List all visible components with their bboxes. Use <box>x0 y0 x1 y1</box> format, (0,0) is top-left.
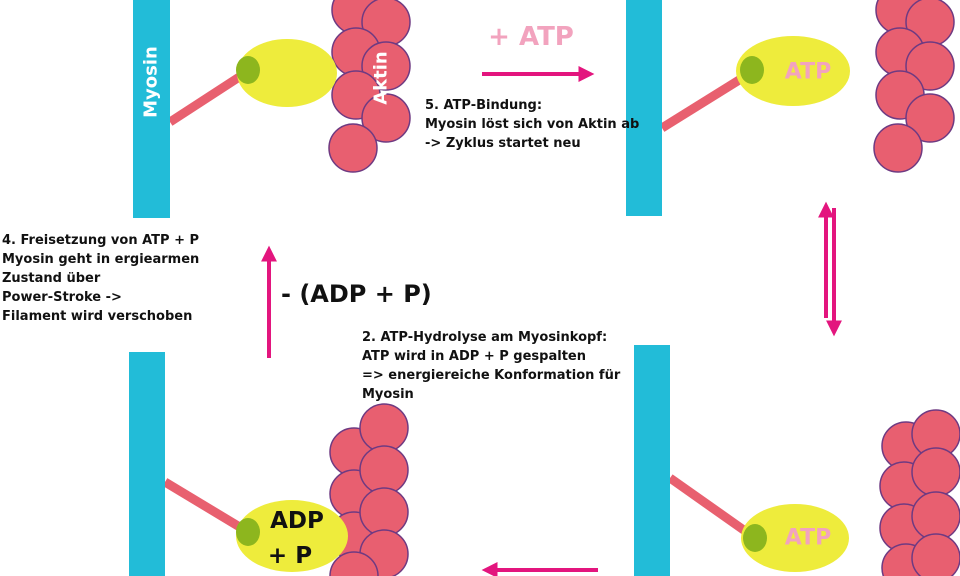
actin-bead <box>911 447 960 497</box>
myosin-neck <box>162 478 251 536</box>
adp-label-line2: + P <box>268 543 312 569</box>
actin-filament-top-left <box>328 0 411 173</box>
myosin-head-joint <box>236 518 260 546</box>
adp-label-line1: ADP <box>270 508 324 534</box>
myosin-filament <box>133 0 170 218</box>
step4-line1: Myosin geht in ergiearmen <box>2 252 200 267</box>
myosin-head <box>741 504 849 572</box>
myosin-head <box>736 36 850 106</box>
plus-atp-label: + ATP <box>488 22 574 52</box>
actin-bead <box>329 551 379 576</box>
actin-bead <box>361 93 411 143</box>
step4-line2: Zustand über <box>2 271 101 286</box>
minus-adp-p-label: - (ADP + P) <box>281 280 432 308</box>
myosin-neck <box>667 474 758 542</box>
actin-bead <box>359 487 409 537</box>
actin-bead <box>873 123 923 173</box>
panel-top-right: ATP <box>626 0 955 216</box>
cycle-arrows <box>261 66 842 576</box>
myosin-label: Myosin <box>141 46 162 118</box>
step4-line3: Power-Stroke -> <box>2 290 122 305</box>
actin-filament-bottom-right <box>879 409 960 576</box>
actin-bead <box>328 123 378 173</box>
aktin-label: Aktin <box>371 51 392 105</box>
step5-title: 5. ATP-Bindung: <box>425 98 543 113</box>
myosin-neck <box>659 68 755 132</box>
step4-line4: Filament wird verschoben <box>2 309 193 324</box>
actin-bead <box>911 491 960 541</box>
actin-bead <box>361 41 411 91</box>
myosin-head <box>236 500 348 572</box>
step4-title: 4. Freisetzung von ATP + P <box>2 233 200 248</box>
actin-filament-bottom-left <box>329 403 409 576</box>
myosin-head-joint <box>236 56 260 84</box>
myosin-filament <box>129 352 165 576</box>
atp-label-bottom: ATP <box>785 526 831 551</box>
panel-bottom-right: ATP <box>634 345 960 576</box>
actin-filament-top-right <box>873 0 955 173</box>
actin-bead <box>905 41 955 91</box>
myosin-neck <box>167 66 253 126</box>
step2-line1: ATP wird in ADP + P gespalten <box>362 349 586 364</box>
step5-line2: -> Zyklus startet neu <box>425 136 581 151</box>
panel-bottom-left: ADP + P <box>129 352 409 576</box>
step5-line1: Myosin löst sich von Aktin ab <box>425 117 640 132</box>
step2-line3: Myosin <box>362 387 414 402</box>
actin-bead <box>905 93 955 143</box>
step4-text: 4. Freisetzung von ATP + P Myosin geht i… <box>2 231 199 326</box>
myosin-head <box>237 39 337 107</box>
actin-bead <box>911 533 960 576</box>
actin-bead <box>359 445 409 495</box>
step5-text: 5. ATP-Bindung: Myosin löst sich von Akt… <box>425 96 639 153</box>
panel-top-left: Myosin Aktin <box>133 0 411 218</box>
myosin-head-joint <box>740 56 764 84</box>
step2-text: 2. ATP-Hydrolyse am Myosinkopf: ATP wird… <box>362 328 620 404</box>
step2-line2: => energiereiche Konformation für <box>362 368 621 383</box>
myosin-filament <box>634 345 670 576</box>
myosin-head-joint <box>743 524 767 552</box>
myosin-filament <box>626 0 662 216</box>
step2-title: 2. ATP-Hydrolyse am Myosinkopf: <box>362 330 608 345</box>
atp-label-top: ATP <box>785 60 831 85</box>
actin-bead <box>359 403 409 453</box>
